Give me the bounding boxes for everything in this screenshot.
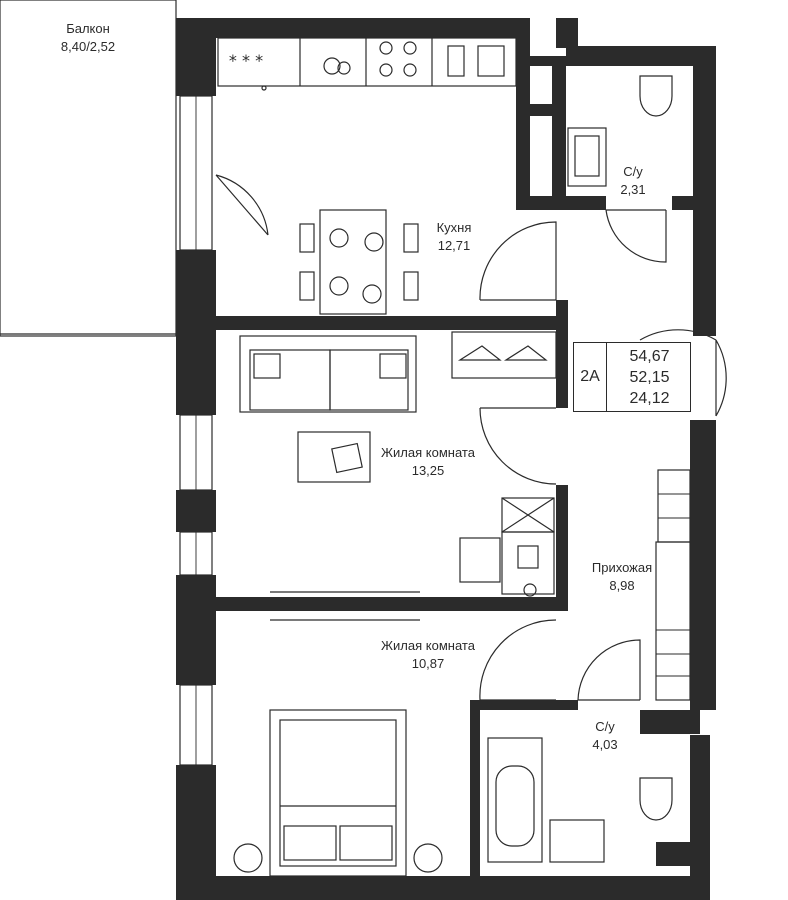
room-area: 2,31 <box>620 182 646 197</box>
svg-text:* * *: * * * <box>229 51 263 70</box>
room-area: 13,25 <box>411 463 445 478</box>
room-label-kitchen: Кухня 12,71 <box>437 219 472 255</box>
walls <box>176 18 716 900</box>
balcony <box>0 0 177 337</box>
room-area: 8,98 <box>609 578 635 593</box>
room-label-hallway: Прихожая 8,98 <box>592 559 652 595</box>
room-area: 10,87 <box>411 656 445 671</box>
room-name: Жилая комната <box>381 638 475 653</box>
desk-area <box>459 497 555 597</box>
total-area: 54,67 <box>629 347 670 365</box>
hallway-wardrobe <box>655 541 691 701</box>
rooms-area: 24,12 <box>629 389 670 407</box>
room-name: С/у <box>595 719 615 734</box>
windows <box>179 95 213 766</box>
room-name: Жилая комната <box>381 445 475 460</box>
shoe-rack <box>657 469 691 543</box>
sofa <box>239 335 417 413</box>
room-name: Балкон <box>66 21 110 36</box>
room-area: 8,40/2,52 <box>60 39 116 54</box>
rug-with-magazine <box>297 431 371 483</box>
room-label-bathroom-2: С/у 4,03 <box>592 718 617 754</box>
room-label-bathroom-1: С/у 2,31 <box>620 163 645 199</box>
living-area: 52,15 <box>629 368 670 386</box>
wardrobe-hangers <box>451 331 557 379</box>
room-label-living-room-2: Жилая комната 10,87 <box>381 637 475 673</box>
apartment-areas: 54,67 52,15 24,12 <box>607 343 692 411</box>
dining-table <box>299 209 419 315</box>
apartment-type: 2А <box>574 343 607 411</box>
room-area: 4,03 <box>592 737 618 752</box>
bathroom-1-fixtures <box>567 75 673 187</box>
room-area: 12,71 <box>437 238 471 253</box>
kitchen-counter: * * * <box>217 37 517 91</box>
room-label-living-room-1: Жилая комната 13,25 <box>381 444 475 480</box>
tv-stand <box>270 591 420 621</box>
doors <box>215 174 727 701</box>
room-name: Прихожая <box>591 560 653 575</box>
apartment-info-box: 2А 54,67 52,15 24,12 <box>573 342 691 412</box>
bed <box>233 709 443 877</box>
bathroom-2-fixtures <box>487 737 673 863</box>
room-label-balcony: Балкон 8,40/2,52 <box>61 20 115 56</box>
room-name: Кухня <box>436 220 472 235</box>
room-name: С/у <box>623 164 643 179</box>
